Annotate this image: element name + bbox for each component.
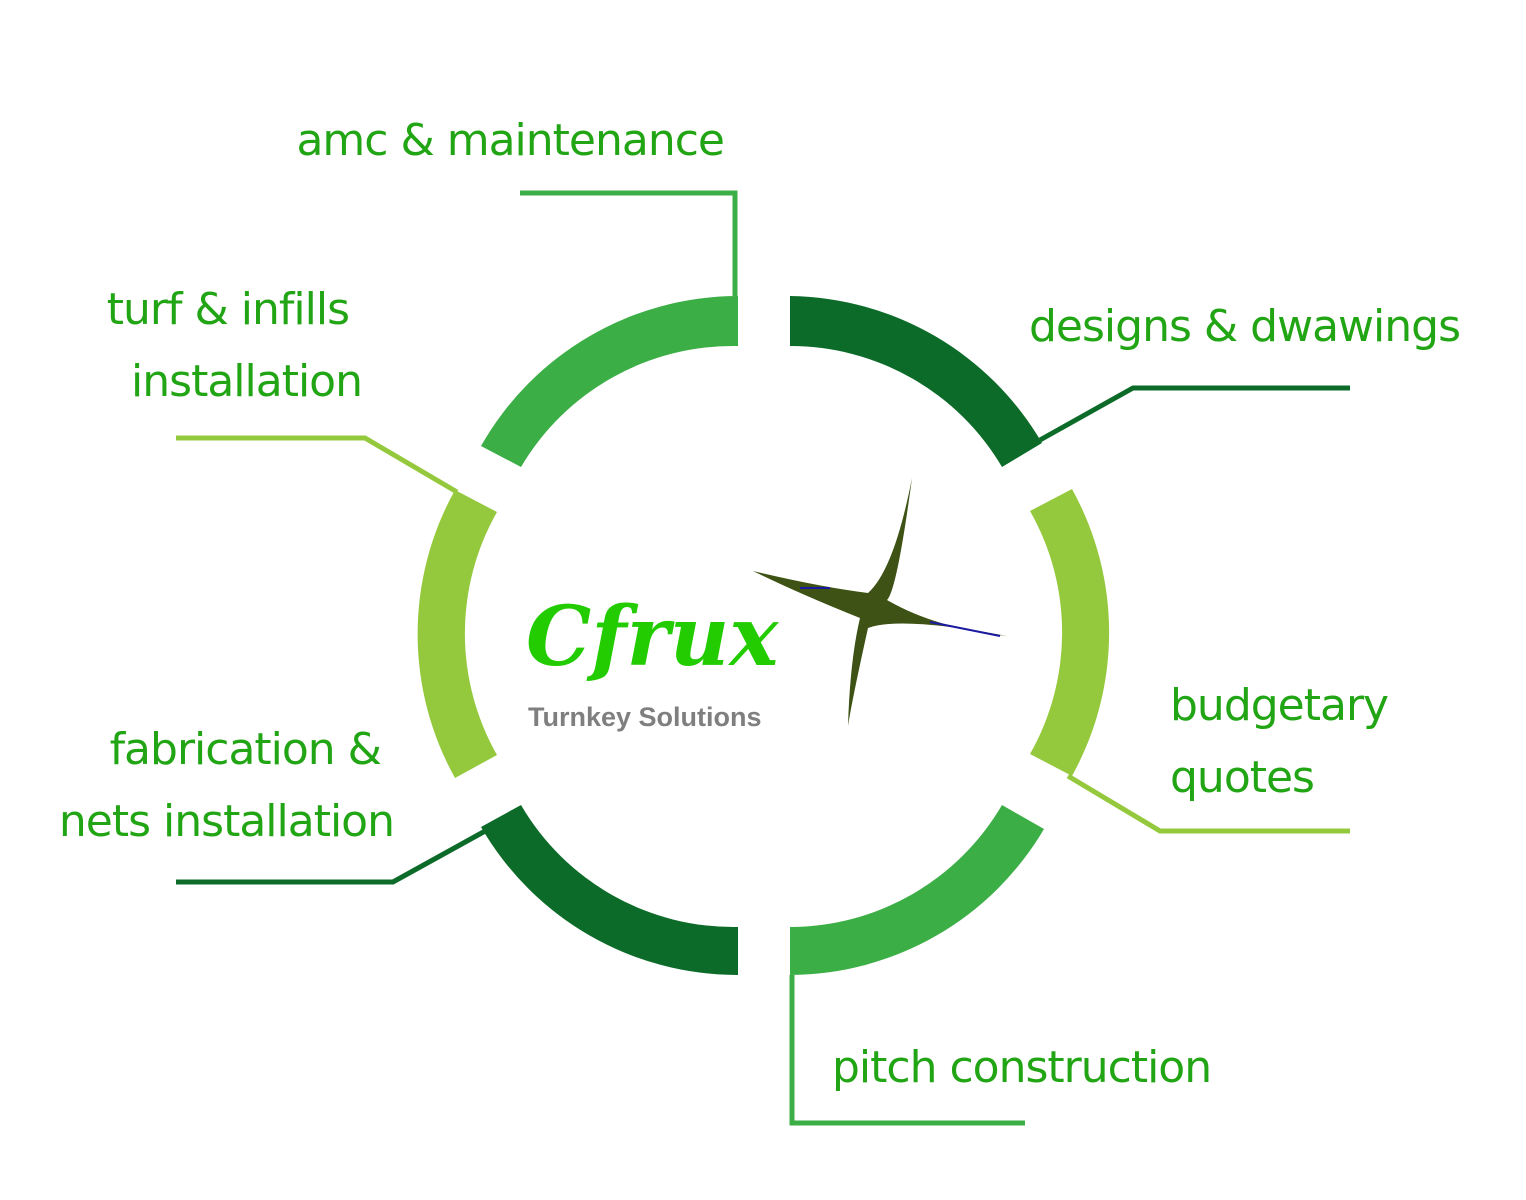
ring-segment-amc xyxy=(481,296,738,467)
label-fabrication-line-1: fabrication & xyxy=(110,724,381,775)
label-amc-line-1: amc & maintenance xyxy=(296,115,724,166)
star-edge-accent xyxy=(929,621,1001,637)
label-fabrication-line-2: nets installation xyxy=(59,796,394,847)
connector-line-budget xyxy=(1066,773,1350,834)
label-budget-line-2: quotes xyxy=(1170,752,1314,803)
label-budget-line-1: budgetary xyxy=(1170,680,1388,731)
label-turf-line-2: installation xyxy=(131,356,362,407)
ring-segment-budget xyxy=(1030,489,1110,776)
label-fabrication: fabrication & nets installation xyxy=(59,724,394,847)
brand-tagline: Turnkey Solutions xyxy=(528,702,762,732)
label-turf: turf & infills installation xyxy=(107,284,362,407)
label-amc: amc & maintenance xyxy=(296,115,724,166)
label-turf-line-1: turf & infills xyxy=(107,284,349,335)
brand-name: Cfrux xyxy=(526,589,779,685)
brand-logo: Cfrux Turnkey Solutions xyxy=(526,478,1007,732)
connector-line-amc xyxy=(520,190,738,296)
label-designs-line-1: designs & dwawings xyxy=(1029,301,1460,352)
ring-segment-turf xyxy=(417,490,497,778)
ring-segment-designs xyxy=(790,296,1042,467)
ring-segment-pitch xyxy=(790,805,1044,975)
connector-line-turf xyxy=(176,435,459,495)
label-budget: budgetary quotes xyxy=(1170,680,1401,803)
connector-line-pitch xyxy=(789,975,1025,1126)
four-point-star-icon xyxy=(753,478,1007,726)
label-pitch-line-1: pitch construction xyxy=(832,1042,1211,1093)
label-pitch: pitch construction xyxy=(832,1042,1211,1093)
connector-line-designs xyxy=(1038,385,1350,443)
ring-segment-fabrication xyxy=(481,805,738,976)
connector-line-fabrication xyxy=(176,827,489,885)
label-designs: designs & dwawings xyxy=(1029,301,1460,352)
